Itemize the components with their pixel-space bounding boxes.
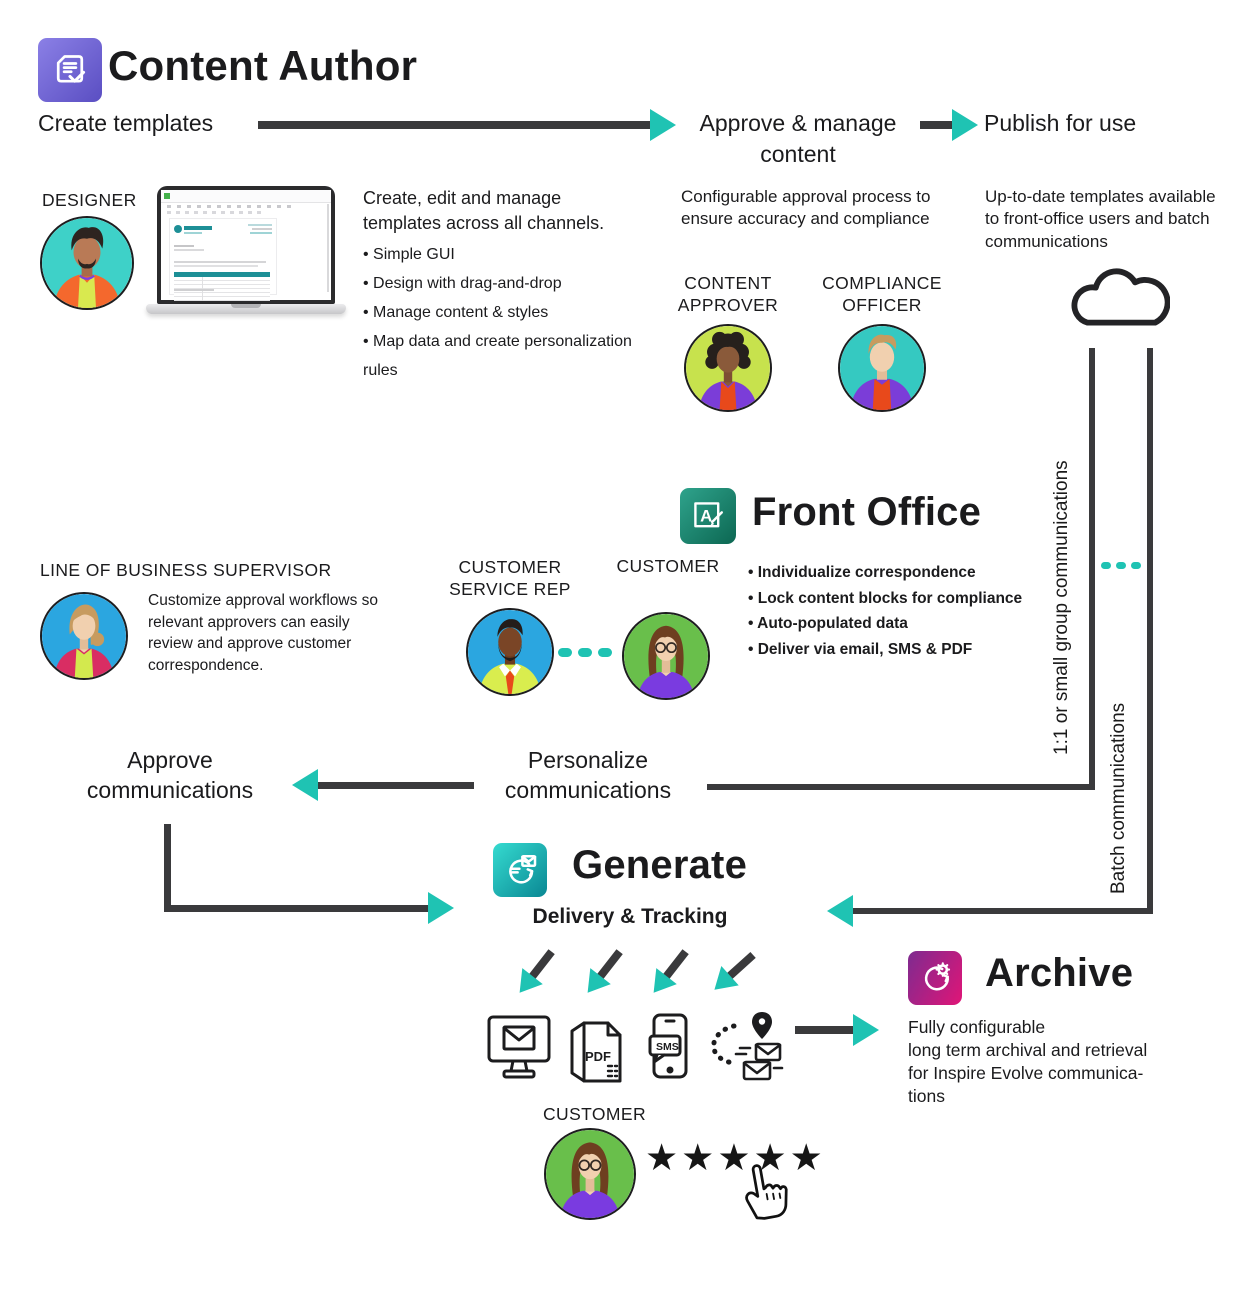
delivery-arrow: [507, 942, 564, 1003]
delivery-arrow: [641, 942, 698, 1003]
email-monitor-icon: [487, 1015, 551, 1079]
arrow-approve-to-publish-shaft: [920, 121, 952, 129]
archive-line: tions: [908, 1086, 945, 1106]
five-star-rating: ★★★★★: [645, 1137, 826, 1178]
arrow-create-to-approve-shaft: [258, 121, 650, 129]
sms-phone-icon: SMS: [648, 1013, 688, 1079]
dashed-connector: [1131, 562, 1141, 569]
arrow-approve-to-generate-vertical: [164, 824, 171, 912]
hand-pointer-icon: [745, 1164, 788, 1220]
one-to-one-line-horizontal: [707, 784, 1095, 790]
bullet-item: Design with drag-and-drop: [363, 269, 643, 298]
pdf-icon: PDF: [570, 1021, 622, 1083]
arrow-personalize-to-approve-shaft: [318, 782, 474, 789]
dashed-connector: [1101, 562, 1111, 569]
content-approver-avatar: [684, 324, 772, 412]
archive-line: long term archival and retrieval: [908, 1040, 1148, 1060]
generate-subtitle: Delivery & Tracking: [532, 905, 728, 928]
step-create-templates: Create templates: [38, 110, 214, 136]
bullet-item: Auto-populated data: [748, 611, 1038, 637]
designer-avatar: [40, 216, 134, 310]
content-author-icon: [38, 38, 102, 102]
arrow-personalize-to-approve-head: [292, 769, 318, 801]
archive-line: Fully configurable: [908, 1017, 1046, 1037]
dashed-connector: [578, 648, 592, 657]
archive-icon: [908, 951, 962, 1005]
bullet-item: Lock content blocks for compliance: [748, 586, 1038, 612]
arrow-create-to-approve-head: [650, 109, 676, 141]
arrow-approve-to-generate-shaft: [164, 905, 428, 912]
front-office-icon-letter: A: [700, 506, 712, 525]
bullet-item: Individualize correspondence: [748, 560, 1038, 586]
supervisor-label: LINE OF BUSINESS SUPERVISOR: [40, 560, 332, 580]
dashed-connector: [558, 648, 572, 657]
document-editor-screen: [157, 186, 335, 304]
content-approver-label: CONTENT APPROVER: [677, 273, 779, 315]
csr-label: CUSTOMER SERVICE REP: [449, 557, 571, 599]
delivery-arrow: [703, 944, 763, 1002]
approve-description: Configurable approval process to ensure …: [681, 187, 931, 229]
generate-icon: [493, 843, 547, 897]
designer-bullets: Simple GUI Design with drag-and-drop Man…: [363, 240, 643, 385]
bullet-item: Deliver via email, SMS & PDF: [748, 637, 1038, 663]
designer-intro: Create, edit and manage templates across…: [363, 188, 605, 233]
front-office-title: Front Office: [752, 490, 982, 534]
generate-title: Generate: [572, 843, 748, 887]
direct-mail-icon: [711, 1012, 784, 1081]
supervisor-text: Customize approval workflows so relevant…: [148, 592, 379, 674]
arrow-generate-to-archive-head: [853, 1014, 879, 1046]
step-personalize-communications: Personalize communications: [504, 747, 672, 803]
one-to-one-label: 1:1 or small group communications: [1051, 460, 1072, 756]
front-office-icon: A: [680, 488, 736, 544]
delivery-arrow: [575, 942, 632, 1003]
document-preview: [169, 218, 277, 301]
compliance-officer-label: COMPLIANCE OFFICER: [822, 273, 942, 315]
step-approve-communications: Approve communications: [86, 747, 254, 803]
arrow-approve-to-generate-head: [428, 892, 454, 924]
one-to-one-line-vertical: [1089, 348, 1095, 790]
bullet-item: Map data and create personalization rule…: [363, 327, 643, 385]
archive-line: for Inspire Evolve communica-: [908, 1063, 1144, 1083]
page-title: Content Author: [108, 42, 418, 89]
arrow-generate-to-archive-shaft: [795, 1026, 853, 1034]
arrow-batch-to-generate-head: [827, 895, 853, 927]
feedback-customer-avatar: [544, 1128, 636, 1220]
supervisor-avatar: [40, 592, 128, 680]
laptop-mockup: [146, 186, 346, 324]
step-publish: Publish for use: [984, 110, 1137, 136]
customer-avatar: [622, 612, 710, 700]
compliance-officer-avatar: [838, 324, 926, 412]
pdf-label: PDF: [585, 1049, 611, 1064]
feedback-customer-label: CUSTOMER: [543, 1104, 647, 1124]
designer-label: DESIGNER: [42, 190, 137, 210]
archive-description: Fully configurable long term archival an…: [908, 1016, 1178, 1108]
sms-label: SMS: [656, 1041, 679, 1053]
bullet-item: Manage content & styles: [363, 298, 643, 327]
publish-description: Up-to-date templates available to front-…: [985, 187, 1216, 251]
customer-label: CUSTOMER: [616, 556, 720, 576]
cloud-icon: [1071, 268, 1170, 326]
step-approve-manage: Approve & manage content: [699, 110, 897, 167]
bullet-item: Simple GUI: [363, 240, 643, 269]
batch-line-horizontal: [853, 908, 1153, 914]
front-office-bullets: Individualize correspondence Lock conten…: [748, 560, 1038, 662]
batch-label: Batch communications: [1108, 702, 1129, 894]
arrow-approve-to-publish-head: [952, 109, 978, 141]
batch-line-vertical: [1147, 348, 1153, 914]
archive-title: Archive: [985, 951, 1134, 995]
dashed-connector: [1116, 562, 1126, 569]
csr-avatar: [466, 608, 554, 696]
dashed-connector: [598, 648, 612, 657]
